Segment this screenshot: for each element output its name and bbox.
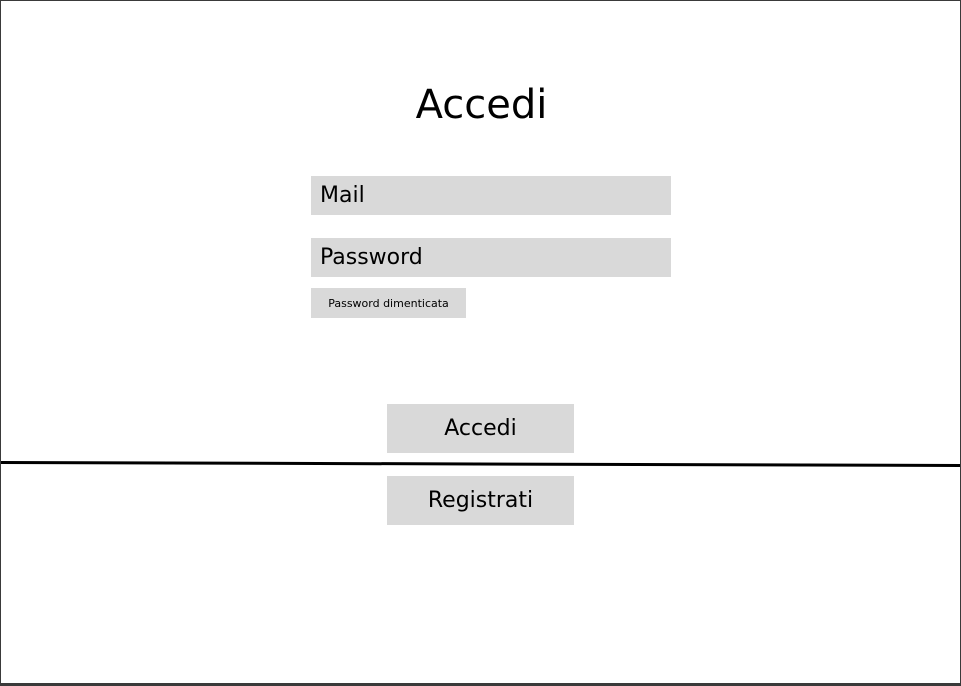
mail-placeholder: Mail xyxy=(320,183,365,208)
register-button[interactable]: Registrati xyxy=(387,476,574,525)
forgot-password-button[interactable]: Password dimenticata xyxy=(311,288,466,318)
login-button-label: Accedi xyxy=(444,416,517,441)
page-title: Accedi xyxy=(415,82,548,128)
mail-input[interactable]: Mail xyxy=(311,176,671,215)
password-input[interactable]: Password xyxy=(311,238,671,277)
register-button-label: Registrati xyxy=(427,488,534,513)
forgot-password-label: Password dimenticata xyxy=(328,296,449,310)
password-placeholder: Password xyxy=(320,245,423,270)
section-divider xyxy=(1,461,960,467)
login-button[interactable]: Accedi xyxy=(387,404,574,453)
